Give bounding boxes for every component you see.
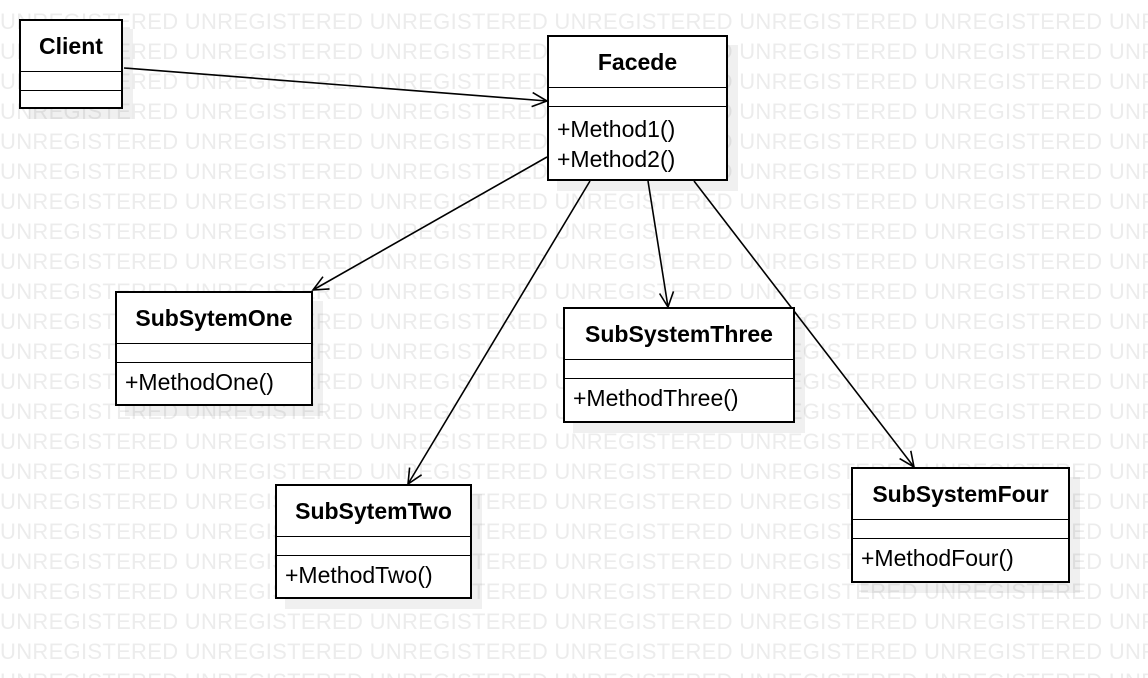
arrow-client-to-facede[interactable] bbox=[123, 67, 549, 108]
class-client[interactable]: Client bbox=[19, 19, 123, 109]
class-facede-attributes bbox=[549, 88, 726, 107]
class-subsytemtwo[interactable]: SubSytemTwo +MethodTwo() bbox=[275, 484, 472, 599]
operation-methodthree: +MethodThree() bbox=[573, 385, 739, 411]
class-facede-name: Facede bbox=[549, 37, 726, 88]
class-subsystemthree-attributes bbox=[565, 360, 793, 379]
class-subsytemtwo-operations: +MethodTwo() bbox=[277, 556, 470, 590]
operation-method1: +Method1() bbox=[557, 116, 676, 142]
arrow-facede-to-subsytemone[interactable] bbox=[311, 156, 548, 291]
class-subsytemtwo-name: SubSytemTwo bbox=[277, 486, 470, 537]
class-facede-operations: +Method1() +Method2() bbox=[549, 107, 726, 174]
class-subsystemthree-name: SubSystemThree bbox=[565, 309, 793, 360]
operation-method2: +Method2() bbox=[557, 146, 676, 172]
class-subsystemfour-name: SubSystemFour bbox=[853, 469, 1068, 520]
operation-methodone: +MethodOne() bbox=[125, 369, 274, 395]
class-subsystemfour-operations: +MethodFour() bbox=[853, 539, 1068, 573]
class-client-attributes bbox=[21, 72, 121, 91]
class-subsystemfour[interactable]: SubSystemFour +MethodFour() bbox=[851, 467, 1070, 583]
class-subsytemone[interactable]: SubSytemOne +MethodOne() bbox=[115, 291, 313, 406]
class-subsystemthree-operations: +MethodThree() bbox=[565, 379, 793, 413]
class-facede[interactable]: Facede +Method1() +Method2() bbox=[547, 35, 728, 181]
operation-methodtwo: +MethodTwo() bbox=[285, 562, 433, 588]
class-subsytemone-operations: +MethodOne() bbox=[117, 363, 311, 397]
class-subsytemone-name: SubSytemOne bbox=[117, 293, 311, 344]
class-subsytemone-attributes bbox=[117, 344, 311, 363]
arrow-facede-to-subsystemthree[interactable] bbox=[647, 180, 675, 309]
class-client-name: Client bbox=[21, 21, 121, 72]
class-subsytemtwo-attributes bbox=[277, 537, 470, 556]
class-subsystemthree[interactable]: SubSystemThree +MethodThree() bbox=[563, 307, 795, 423]
class-subsystemfour-attributes bbox=[853, 520, 1068, 539]
class-client-operations bbox=[21, 91, 121, 107]
operation-methodfour: +MethodFour() bbox=[861, 545, 1014, 571]
